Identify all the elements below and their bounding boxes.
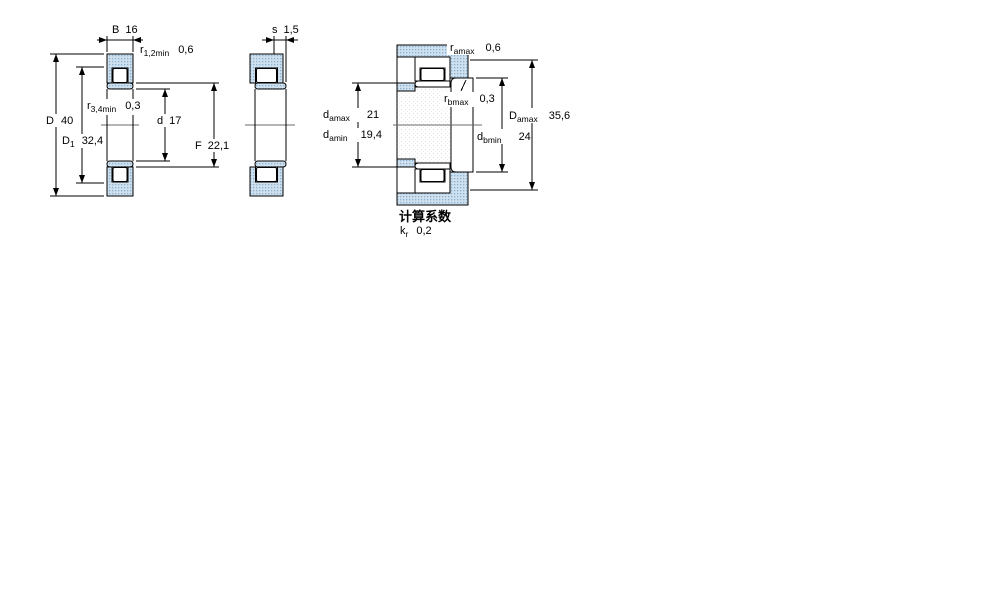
inner-ring-bottom bbox=[106, 160, 134, 168]
roller-top bbox=[256, 68, 277, 83]
bearing-inner-ring-top bbox=[414, 80, 451, 88]
arrowhead bbox=[162, 89, 168, 97]
arrowhead bbox=[79, 175, 85, 183]
arrowhead bbox=[99, 37, 107, 43]
outer-ring-top bbox=[249, 53, 284, 84]
inner-ring-top bbox=[254, 82, 287, 90]
label-bg bbox=[320, 128, 390, 142]
calculation-factors-heading: 计算系数 bbox=[399, 209, 452, 224]
arrowhead bbox=[355, 159, 361, 167]
label-bg bbox=[43, 114, 76, 127]
arrowhead bbox=[266, 37, 274, 43]
arrowhead bbox=[211, 83, 217, 91]
shaft-shoulder-bottom bbox=[396, 158, 416, 168]
label-bg bbox=[192, 139, 231, 152]
inner-ring-top bbox=[106, 82, 134, 90]
arrowhead bbox=[53, 188, 59, 196]
label-bg bbox=[447, 41, 507, 55]
arrowhead bbox=[529, 60, 535, 68]
shaft-shoulder-top bbox=[396, 82, 416, 92]
arrowhead bbox=[286, 37, 294, 43]
bearing-inner-ring-bottom bbox=[414, 162, 451, 170]
arrowhead bbox=[355, 83, 361, 91]
label-bg bbox=[320, 108, 385, 122]
label-bg bbox=[506, 108, 576, 123]
bearing-roller-top bbox=[420, 68, 445, 81]
leader-line bbox=[460, 79, 467, 92]
roller-top bbox=[112, 68, 128, 83]
inner-ring-bottom bbox=[254, 160, 287, 168]
label-bg bbox=[441, 92, 498, 107]
outer-ring-bottom bbox=[249, 166, 284, 197]
arrowhead bbox=[211, 159, 217, 167]
arrowhead bbox=[499, 164, 505, 172]
label-bg bbox=[154, 114, 181, 127]
roller-bottom bbox=[112, 167, 128, 182]
arrowhead bbox=[529, 182, 535, 190]
label-bg bbox=[474, 129, 542, 144]
arrowhead bbox=[499, 78, 505, 86]
arrowhead bbox=[53, 54, 59, 62]
arrowhead bbox=[133, 37, 141, 43]
label-bg bbox=[84, 99, 144, 115]
arrowhead bbox=[79, 67, 85, 75]
label-bg bbox=[59, 134, 106, 148]
bearing-roller-bottom bbox=[420, 169, 445, 182]
roller-bottom bbox=[256, 167, 277, 182]
arrowhead bbox=[162, 153, 168, 161]
